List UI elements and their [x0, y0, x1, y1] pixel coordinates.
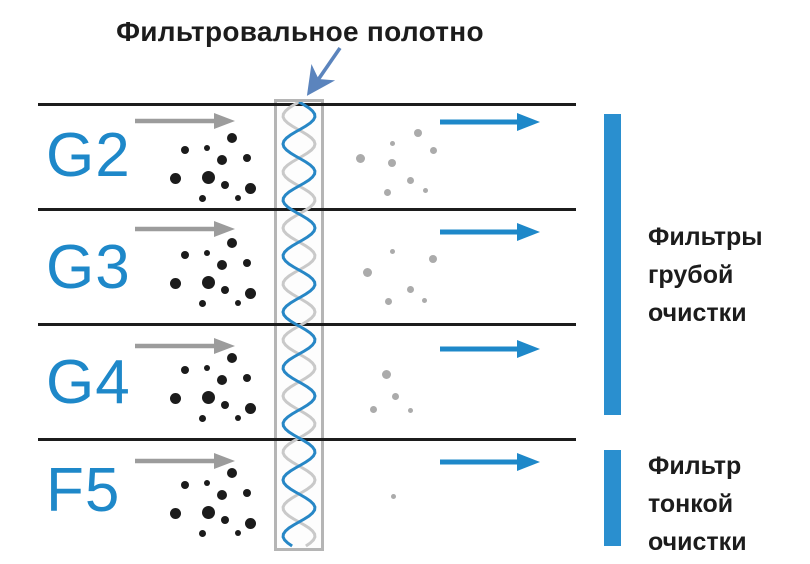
- inflow-arrow-icon: [135, 113, 235, 129]
- upstream-particle: [201, 390, 215, 404]
- upstream-particle: [243, 489, 251, 497]
- downstream-particle: [422, 187, 428, 193]
- upstream-particle: [204, 480, 210, 486]
- upstream-particle: [169, 392, 181, 404]
- upstream-particle: [244, 287, 256, 299]
- filter-class-label-g2: G2: [46, 121, 131, 190]
- inflow-arrow-icon: [135, 221, 235, 237]
- downstream-particle: [414, 129, 422, 137]
- coarse-filters-label-line: грубой: [648, 261, 734, 289]
- upstream-particle: [198, 529, 206, 537]
- downstream-particle: [389, 140, 395, 146]
- upstream-particle: [204, 145, 210, 151]
- fine-filter-label: Фильтр тонкой очистки: [648, 447, 808, 561]
- filter-class-label-g3: G3: [46, 233, 131, 302]
- filter-cloth-helix-pattern: [281, 102, 317, 548]
- upstream-particle: [235, 195, 241, 201]
- upstream-particle: [235, 300, 241, 306]
- filter-class-label-f5: F5: [46, 456, 121, 525]
- downstream-particle: [429, 255, 437, 263]
- upstream-particle: [198, 299, 206, 307]
- upstream-particle: [201, 275, 215, 289]
- upstream-particle: [198, 194, 206, 202]
- upstream-particle: [181, 251, 189, 259]
- downstream-particle: [388, 159, 396, 167]
- annotation-down-left-arrow-icon: [306, 46, 342, 96]
- upstream-particle: [204, 365, 210, 371]
- upstream-particle: [235, 415, 241, 421]
- upstream-particle: [243, 154, 251, 162]
- coarse-filters-label-line: очистки: [648, 299, 747, 327]
- filter-class-label-g4: G4: [46, 348, 131, 417]
- downstream-particle: [383, 188, 391, 196]
- upstream-particle: [221, 516, 229, 524]
- row-separator-line: [38, 438, 576, 441]
- upstream-particle: [198, 414, 206, 422]
- fine-filter-label-line: тонкой: [648, 490, 734, 518]
- upstream-particle: [217, 490, 227, 500]
- upstream-particle: [221, 401, 229, 409]
- outflow-arrow-icon: [440, 223, 540, 241]
- inflow-arrow-icon: [135, 338, 235, 354]
- upstream-particle: [227, 238, 237, 248]
- fine-filter-bar: [604, 450, 621, 546]
- upstream-particle: [243, 374, 251, 382]
- downstream-particle: [407, 407, 413, 413]
- upstream-particle: [227, 133, 237, 143]
- upstream-particle: [244, 402, 256, 414]
- downstream-particle: [384, 297, 392, 305]
- downstream-particle: [369, 405, 377, 413]
- downstream-particle: [406, 176, 414, 184]
- upstream-particle: [227, 353, 237, 363]
- downstream-particle: [406, 285, 414, 293]
- outflow-arrow-icon: [440, 113, 540, 131]
- inflow-arrow-icon: [135, 453, 235, 469]
- upstream-particle: [181, 366, 189, 374]
- page-title: Фильтровальное полотно: [116, 16, 484, 47]
- downstream-particle: [421, 297, 427, 303]
- upstream-particle: [169, 277, 181, 289]
- downstream-particle: [429, 146, 437, 154]
- upstream-particle: [201, 170, 215, 184]
- upstream-particle: [169, 172, 181, 184]
- upstream-particle: [181, 481, 189, 489]
- downstream-particle: [391, 392, 399, 400]
- upstream-particle: [181, 146, 189, 154]
- upstream-particle: [217, 260, 227, 270]
- upstream-particle: [244, 182, 256, 194]
- outflow-arrow-icon: [440, 340, 540, 358]
- upstream-particle: [235, 530, 241, 536]
- coarse-filters-label-line: Фильтры: [648, 223, 763, 251]
- coarse-filters-label: Фильтры грубой очистки: [648, 218, 808, 332]
- downstream-particle: [389, 248, 395, 254]
- upstream-particle: [227, 468, 237, 478]
- downstream-particle: [381, 369, 391, 379]
- upstream-particle: [221, 286, 229, 294]
- upstream-particle: [243, 259, 251, 267]
- upstream-particle: [201, 505, 215, 519]
- upstream-particle: [221, 181, 229, 189]
- outflow-arrow-icon: [440, 453, 540, 471]
- coarse-filters-bar: [604, 114, 621, 415]
- upstream-particle: [217, 155, 227, 165]
- upstream-particle: [204, 250, 210, 256]
- upstream-particle: [244, 517, 256, 529]
- upstream-particle: [217, 375, 227, 385]
- downstream-particle: [390, 493, 396, 499]
- fine-filter-label-line: Фильтр: [648, 452, 742, 480]
- upstream-particle: [169, 507, 181, 519]
- row-separator-line: [38, 103, 576, 106]
- downstream-particle: [362, 267, 372, 277]
- fine-filter-label-line: очистки: [648, 528, 747, 556]
- downstream-particle: [355, 153, 365, 163]
- row-separator-line: [38, 323, 576, 326]
